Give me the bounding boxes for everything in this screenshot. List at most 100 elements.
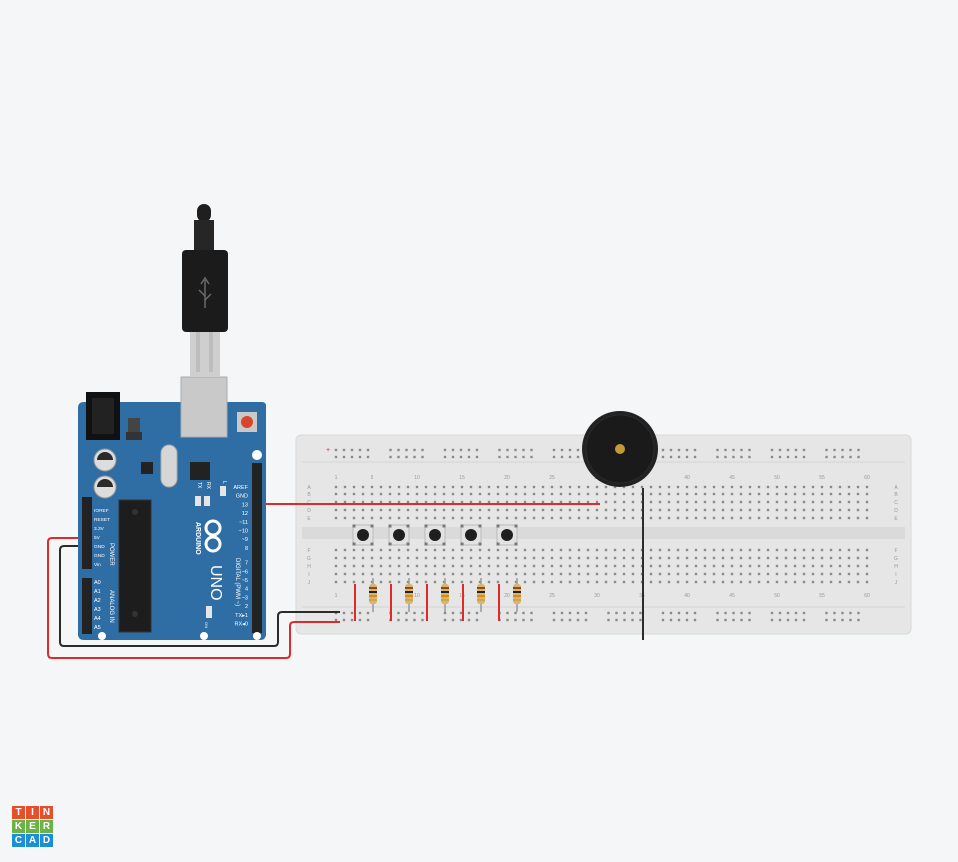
breadboard-hole[interactable] <box>433 556 437 560</box>
breadboard-hole[interactable] <box>631 548 635 552</box>
breadboard-hole[interactable] <box>703 580 707 584</box>
breadboard-hole[interactable] <box>802 556 806 560</box>
rail-hole[interactable] <box>786 448 790 452</box>
breadboard-hole[interactable] <box>343 516 347 520</box>
breadboard-hole[interactable] <box>505 508 509 512</box>
rail-hole[interactable] <box>740 618 743 622</box>
breadboard-hole[interactable] <box>568 580 572 584</box>
breadboard-hole[interactable] <box>658 492 662 496</box>
breadboard-hole[interactable] <box>451 500 455 504</box>
breadboard-hole[interactable] <box>406 516 410 520</box>
breadboard-hole[interactable] <box>343 485 347 489</box>
breadboard-hole[interactable] <box>379 564 383 568</box>
breadboard-hole[interactable] <box>838 564 842 568</box>
breadboard-hole[interactable] <box>433 564 437 568</box>
rail-hole[interactable] <box>568 455 572 459</box>
breadboard-hole[interactable] <box>820 548 824 552</box>
breadboard-hole[interactable] <box>631 516 635 520</box>
breadboard-hole[interactable] <box>739 516 743 520</box>
breadboard-hole[interactable] <box>424 516 428 520</box>
rail-hole[interactable] <box>568 618 572 622</box>
breadboard-hole[interactable] <box>847 556 851 560</box>
breadboard-hole[interactable] <box>838 485 842 489</box>
rail-hole[interactable] <box>459 448 463 452</box>
rail-hole[interactable] <box>560 618 564 622</box>
breadboard-hole[interactable] <box>658 556 662 560</box>
breadboard-hole[interactable] <box>424 485 428 489</box>
breadboard-hole[interactable] <box>334 572 338 576</box>
rail-hole[interactable] <box>506 455 509 459</box>
rail-hole[interactable] <box>802 611 806 615</box>
breadboard-hole[interactable] <box>802 572 806 576</box>
rail-hole[interactable] <box>350 455 354 459</box>
rail-hole[interactable] <box>342 611 346 615</box>
breadboard-hole[interactable] <box>838 492 842 496</box>
breadboard-hole[interactable] <box>721 500 725 504</box>
breadboard-hole[interactable] <box>694 564 698 568</box>
breadboard-hole[interactable] <box>352 580 356 584</box>
breadboard-hole[interactable] <box>703 485 707 489</box>
rail-hole[interactable] <box>506 611 509 615</box>
breadboard-hole[interactable] <box>379 580 383 584</box>
rail-hole[interactable] <box>849 455 852 459</box>
breadboard-hole[interactable] <box>793 516 797 520</box>
breadboard-hole[interactable] <box>595 508 599 512</box>
breadboard-hole[interactable] <box>829 508 833 512</box>
breadboard-hole[interactable] <box>496 485 500 489</box>
rail-hole[interactable] <box>389 448 392 452</box>
breadboard-hole[interactable] <box>730 516 734 520</box>
breadboard-hole[interactable] <box>550 516 554 520</box>
breadboard-hole[interactable] <box>415 564 419 568</box>
breadboard-hole[interactable] <box>415 516 419 520</box>
breadboard-hole[interactable] <box>406 485 410 489</box>
breadboard-hole[interactable] <box>730 548 734 552</box>
breadboard-hole[interactable] <box>586 580 590 584</box>
breadboard-hole[interactable] <box>766 485 770 489</box>
breadboard-hole[interactable] <box>712 508 716 512</box>
breadboard-hole[interactable] <box>694 572 698 576</box>
breadboard-hole[interactable] <box>514 500 518 504</box>
breadboard-hole[interactable] <box>568 500 572 504</box>
breadboard-hole[interactable] <box>415 492 419 496</box>
breadboard-hole[interactable] <box>370 572 374 576</box>
breadboard-hole[interactable] <box>451 556 455 560</box>
breadboard-hole[interactable] <box>397 500 401 504</box>
breadboard-hole[interactable] <box>541 572 545 576</box>
breadboard-hole[interactable] <box>712 485 716 489</box>
breadboard-hole[interactable] <box>730 485 734 489</box>
breadboard-hole[interactable] <box>613 508 617 512</box>
breadboard-hole[interactable] <box>712 500 716 504</box>
breadboard-hole[interactable] <box>676 572 680 576</box>
rail-hole[interactable] <box>661 618 665 622</box>
breadboard-hole[interactable] <box>451 485 455 489</box>
breadboard-hole[interactable] <box>811 548 815 552</box>
rail-hole[interactable] <box>443 448 447 452</box>
breadboard-hole[interactable] <box>568 548 572 552</box>
breadboard-hole[interactable] <box>676 485 680 489</box>
rail-hole[interactable] <box>794 455 798 459</box>
breadboard-hole[interactable] <box>532 492 536 496</box>
breadboard-hole[interactable] <box>784 508 788 512</box>
breadboard-hole[interactable] <box>721 516 725 520</box>
arduino-uno[interactable]: ARDUINO UNO DIGITAL (PWM ~) POWER ANALOG… <box>78 376 266 640</box>
breadboard-hole[interactable] <box>496 556 500 560</box>
rail-hole[interactable] <box>334 455 338 459</box>
breadboard-hole[interactable] <box>838 572 842 576</box>
breadboard-hole[interactable] <box>712 556 716 560</box>
rail-hole[interactable] <box>405 611 408 615</box>
rail-hole[interactable] <box>631 618 634 622</box>
breadboard-hole[interactable] <box>721 580 725 584</box>
breadboard-hole[interactable] <box>757 508 761 512</box>
rail-hole[interactable] <box>514 448 517 452</box>
breadboard-hole[interactable] <box>856 492 860 496</box>
breadboard-hole[interactable] <box>658 508 662 512</box>
breadboard-hole[interactable] <box>793 492 797 496</box>
breadboard-hole[interactable] <box>802 500 806 504</box>
rail-hole[interactable] <box>607 618 610 622</box>
rail-hole[interactable] <box>825 618 828 622</box>
breadboard-hole[interactable] <box>730 556 734 560</box>
breadboard-hole[interactable] <box>460 572 464 576</box>
breadboard-hole[interactable] <box>739 548 743 552</box>
breadboard-hole[interactable] <box>514 564 518 568</box>
breadboard-hole[interactable] <box>712 564 716 568</box>
